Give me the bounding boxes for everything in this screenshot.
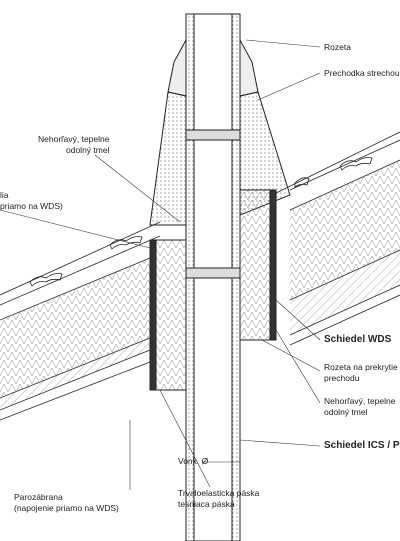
label-ics: Schiedel ICS / PM xyxy=(324,440,400,451)
wds-insert xyxy=(149,189,277,391)
label-prechodka: Prechodka strechou xyxy=(324,68,400,78)
label-wds: Schiedel WDS xyxy=(324,334,392,345)
right-insulation xyxy=(290,160,400,300)
label-tmel-bottom-line2: odolný tmel xyxy=(324,407,368,417)
label-tmel-bottom: Nehorľavý, tepelne odolný tmel xyxy=(324,396,395,418)
label-left-fragment: lia priamo na WDS) xyxy=(0,190,63,212)
label-tmel-bottom-line1: Nehorľavý, tepelne xyxy=(324,396,396,406)
label-rozeta-prekrytie-line2: prechodu xyxy=(324,373,360,383)
label-paska: Trvaloelastická páska tesniaca páska xyxy=(178,488,259,510)
label-parozabrana: Parozábrana (napojenie priamo na WDS) xyxy=(14,492,119,514)
label-vonk: Vonk. Ø xyxy=(178,456,209,466)
label-rozeta-prekrytie-line1: Rozeta na prekrytie xyxy=(324,362,398,372)
label-parozabrana-line2: (napojenie priamo na WDS) xyxy=(14,503,119,513)
label-rozeta: Rozeta xyxy=(324,42,351,52)
label-left-fragment-line2: priamo na WDS) xyxy=(0,201,63,211)
left-insulation xyxy=(0,258,150,398)
roof-flashing xyxy=(149,39,291,226)
label-tmel-top-line1: Nehorľavý, tepelne xyxy=(38,134,110,144)
chimney-pipe xyxy=(185,13,241,541)
label-tmel-top: Nehorľavý, tepelne odolný tmel xyxy=(38,134,109,156)
roof-tiles xyxy=(29,157,373,287)
label-left-fragment-line1: lia xyxy=(0,190,9,200)
label-paska-line2: tesniaca páska xyxy=(178,499,235,509)
label-tmel-top-line2: odolný tmel xyxy=(66,145,110,155)
label-paska-line1: Trvaloelastická páska xyxy=(178,488,260,498)
label-parozabrana-line1: Parozábrana xyxy=(14,492,63,502)
label-rozeta-prekrytie: Rozeta na prekrytie prechodu xyxy=(324,362,398,384)
leader-lines xyxy=(0,39,321,490)
